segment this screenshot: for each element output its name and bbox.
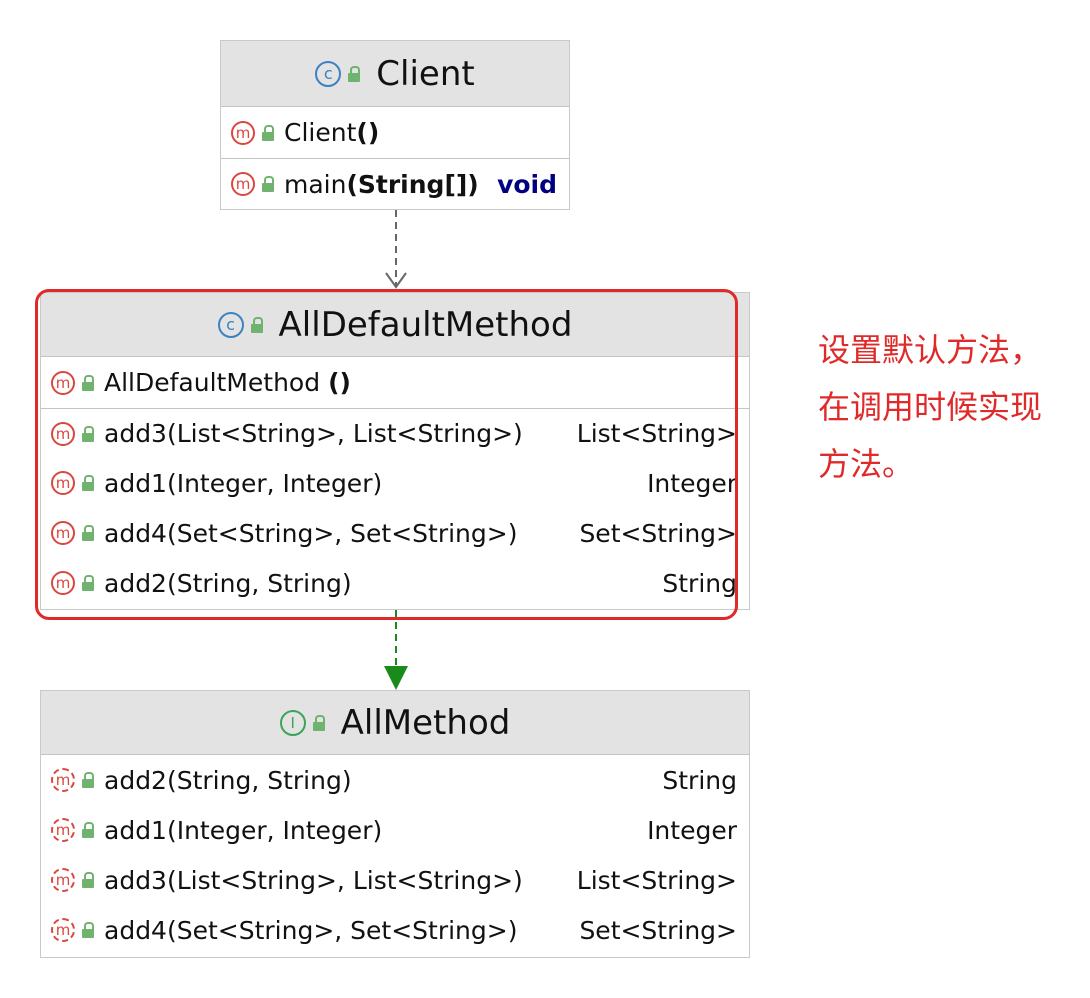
method-return-type: Set<String>: [579, 518, 737, 548]
public-lock-icon: [82, 525, 96, 541]
method-return-type: String: [662, 765, 737, 795]
public-lock-icon: [262, 124, 276, 141]
interface-icon: I: [279, 709, 306, 736]
method-return-type: Set<String>: [579, 915, 737, 945]
method-signature: add4(Set<String>, Set<String>): [104, 915, 518, 945]
public-lock-icon: [82, 822, 96, 838]
all-method-interface-box[interactable]: I AllMethod m add2(String, String) Strin…: [40, 690, 750, 958]
method-return-type: List<String>: [576, 419, 737, 448]
method-return-type: List<String>: [576, 865, 737, 895]
method-row[interactable]: m add2(String, String) String: [41, 558, 749, 608]
method-icon: m: [51, 421, 75, 446]
annotation-line: 在调用时候实现: [818, 388, 1043, 426]
client-main-row[interactable]: m main(String[]) void: [221, 158, 569, 209]
method-signature: add1(Integer, Integer): [104, 468, 383, 498]
method-icon: m: [231, 172, 255, 196]
method-params: (): [356, 118, 380, 147]
method-signature: add1(Integer, Integer): [104, 815, 383, 845]
client-class-title: Client: [376, 53, 475, 94]
method-params: (): [328, 368, 351, 397]
all-method-interface-header: I AllMethod: [41, 691, 749, 755]
method-icon: m: [231, 120, 255, 145]
annotation-line: 设置默认方法，: [818, 331, 1043, 369]
all-method-interface-title: AllMethod: [340, 702, 511, 743]
method-row[interactable]: m add4(Set<String>, Set<String>) Set<Str…: [41, 508, 749, 558]
class-icon: c: [315, 60, 342, 87]
method-params: (String[]): [346, 169, 479, 199]
method-icon: m: [51, 370, 75, 395]
public-lock-icon: [82, 374, 96, 391]
method-signature: add2(String, String): [104, 765, 352, 795]
method-return-type: void: [497, 169, 557, 199]
method-icon: m: [51, 571, 75, 595]
abstract-method-row[interactable]: m add3(List<String>, List<String>) List<…: [41, 855, 749, 905]
public-lock-icon: [262, 176, 276, 192]
method-return-type: String: [662, 568, 737, 598]
public-lock-icon: [250, 316, 265, 333]
implements-arrow-head: [384, 666, 408, 690]
method-row[interactable]: m add3(List<String>, List<String>) List<…: [41, 408, 749, 458]
public-lock-icon: [348, 65, 362, 82]
method-signature: add4(Set<String>, Set<String>): [104, 518, 518, 548]
all-default-method-class-title: AllDefaultMethod: [278, 304, 573, 345]
abstract-method-row[interactable]: m add4(Set<String>, Set<String>) Set<Str…: [41, 905, 749, 955]
method-name: AllDefaultMethod: [104, 368, 321, 397]
method-return-type: Integer: [647, 468, 737, 498]
method-signature: add3(List<String>, List<String>): [104, 419, 523, 448]
public-lock-icon: [82, 922, 96, 938]
method-row[interactable]: m add1(Integer, Integer) Integer: [41, 458, 749, 508]
abstract-method-icon: m: [51, 918, 75, 942]
method-icon: m: [51, 521, 75, 545]
public-lock-icon: [82, 772, 96, 788]
annotation-note: 设置默认方法， 在调用时候实现 方法。: [818, 322, 1080, 493]
abstract-method-icon: m: [51, 768, 75, 792]
abstract-method-icon: m: [51, 868, 75, 892]
abstract-method-row[interactable]: m add1(Integer, Integer) Integer: [41, 805, 749, 855]
method-name: main: [284, 169, 347, 199]
public-lock-icon: [82, 475, 96, 491]
client-class-box[interactable]: c Client m Client() m main(String[]) voi…: [220, 40, 570, 210]
dependency-arrow-head: [385, 272, 407, 289]
public-lock-icon: [82, 425, 96, 442]
all-default-method-class-header: c AllDefaultMethod: [41, 293, 749, 357]
client-class-header: c Client: [221, 41, 569, 107]
method-signature: add2(String, String): [104, 568, 352, 598]
client-constructor-row[interactable]: m Client(): [221, 107, 569, 158]
method-name: Client: [284, 118, 357, 147]
class-icon: c: [217, 311, 244, 338]
abstract-method-icon: m: [51, 818, 75, 842]
public-lock-icon: [82, 575, 96, 591]
all-default-method-class-box[interactable]: c AllDefaultMethod m AllDefaultMethod ()…: [40, 292, 750, 610]
abstract-method-row[interactable]: m add2(String, String) String: [41, 755, 749, 805]
method-icon: m: [51, 471, 75, 495]
public-lock-icon: [82, 872, 96, 888]
method-return-type: Integer: [647, 815, 737, 845]
annotation-line: 方法。: [818, 445, 915, 483]
all-default-method-constructor-row[interactable]: m AllDefaultMethod (): [41, 357, 749, 408]
method-signature: add3(List<String>, List<String>): [104, 865, 523, 895]
public-lock-icon: [312, 714, 327, 731]
